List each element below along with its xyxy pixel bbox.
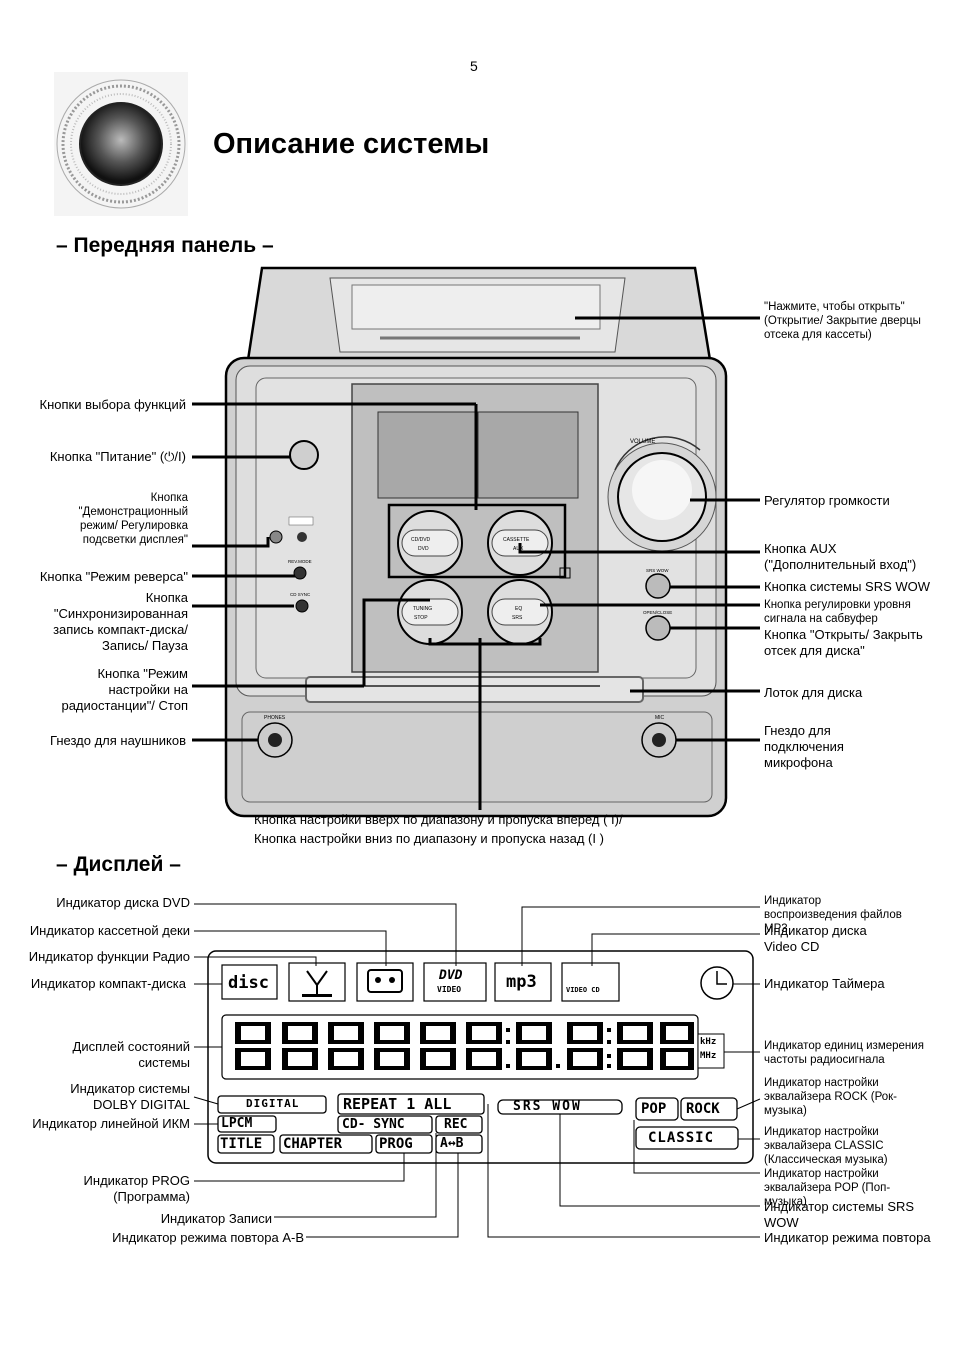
label-mic-jack: Гнездо для подключения микрофона (764, 723, 844, 770)
lcd-vcd: VIDEO CD (566, 986, 600, 994)
label-rock-indicator: Индикатор настройки эквалайзера ROCK (Ро… (764, 1077, 898, 1117)
lcd-repeat: REPEAT 1 ALL (343, 1095, 452, 1113)
label-disc-tray: Лоток для диска (764, 685, 863, 700)
svg-text:PHONES: PHONES (264, 715, 286, 721)
display-heading: – Дисплей – (56, 853, 181, 876)
lcd-srs: SRS WOW (513, 1099, 582, 1114)
label-ab-indicator: Индикатор режима повтора A-B (112, 1230, 304, 1245)
page-title: Описание системы (213, 128, 490, 160)
label-aux-button: Кнопка AUX ("Дополнительный вход") (764, 541, 917, 572)
label-skip-back: Кнопка настройки вниз по диапазону и про… (254, 831, 604, 846)
label-lpcm-indicator: Индикатор линейной ИКМ (32, 1116, 190, 1131)
label-tuner-stop-button: Кнопка "Режим настройки на радиостанции"… (61, 666, 188, 713)
lcd-title: TITLE (220, 1136, 263, 1152)
label-srs-indicator: Индикатор системы SRS WOW (764, 1199, 915, 1230)
lcd-classic: CLASSIC (648, 1130, 715, 1146)
svg-text:MIC: MIC (655, 715, 665, 721)
svg-text:REV.MODE: REV.MODE (288, 559, 312, 564)
label-srs-button: Кнопка системы SRS WOW (764, 579, 931, 594)
label-freq-unit-indicator: Индикатор единиц измерения частоты радио… (764, 1040, 924, 1066)
label-volume-knob: Регулятор громкости (764, 493, 890, 508)
label-classic-indicator: Индикатор настройки эквалайзера CLASSIC … (764, 1126, 888, 1166)
front-panel-heading: – Передняя панель – (56, 234, 274, 257)
svg-text:DVD: DVD (418, 546, 429, 552)
lcd-pop: POP (641, 1101, 667, 1117)
svg-text:STOP: STOP (414, 615, 428, 621)
label-repeat-indicator: Индикатор режима повтора (764, 1230, 931, 1245)
label-vcd-indicator: Индикатор диска Video CD (764, 923, 867, 954)
label-mp3-indicator: Индикатор воспроизведения файлов MP3 (764, 895, 902, 935)
lcd-dolby-digital: DIGITAL (246, 1097, 300, 1110)
lcd-dvd: DVD (439, 968, 463, 983)
svg-text:AUX: AUX (513, 546, 524, 552)
label-demo-button: Кнопка "Демонстрационный режим/ Регулиро… (78, 492, 188, 546)
label-pop-indicator: Индикатор настройки эквалайзера POP (Поп… (764, 1168, 891, 1208)
lcd-prog: PROG (379, 1136, 413, 1152)
label-rec-indicator: Индикатор Записи (160, 1211, 272, 1226)
page-number: 5 (470, 58, 478, 74)
svg-text:CD SYNC: CD SYNC (290, 592, 311, 597)
lcd-rock: ROCK (686, 1101, 720, 1117)
svg-text:SRS: SRS (512, 615, 523, 621)
lcd-khz: kHz (700, 1037, 717, 1047)
label-dvd-indicator: Индикатор диска DVD (56, 895, 190, 910)
lcd-mp3: mp3 (506, 972, 537, 992)
svg-text:VOLUME: VOLUME (630, 439, 655, 445)
svg-text:CASSETTE: CASSETTE (503, 537, 530, 543)
lcd-lpcm: LPCM (221, 1116, 253, 1131)
label-cd-indicator: Индикатор компакт-диска (30, 976, 186, 991)
label-prog-indicator: Индикатор PROG (Программа) (83, 1173, 190, 1204)
label-radio-indicator: Индикатор функции Радио (28, 949, 190, 964)
svg-text:OPEN/CLOSE: OPEN/CLOSE (643, 610, 672, 615)
label-cd-sync-button: Кнопка "Синхронизированная запись компак… (53, 590, 188, 653)
lcd-ab: A↔B (440, 1136, 464, 1151)
label-function-buttons: Кнопки выбора функций (39, 397, 186, 412)
label-headphones-jack: Гнездо для наушников (50, 733, 186, 748)
svg-text:CD/DVD: CD/DVD (411, 537, 431, 543)
label-cassette-door: "Нажмите, чтобы открыть" (Открытие/ Закр… (764, 301, 921, 341)
label-open-close-button: Кнопка "Открыть/ Закрыть отсек для диска… (764, 627, 923, 658)
label-skip-forward: Кнопка настройки вверх по диапазону и пр… (254, 812, 623, 827)
lcd-cd-sync: CD- SYNC (342, 1117, 405, 1132)
label-timer-indicator: Индикатор Таймера (764, 976, 885, 991)
svg-text:EQ: EQ (515, 606, 522, 612)
label-dolby-indicator: Индикатор системы DOLBY DIGITAL (70, 1081, 190, 1112)
lcd-disc: disc (228, 973, 269, 993)
label-power-button: Кнопка "Питание" (⏻/I) (49, 449, 186, 464)
lcd-rec: REC (444, 1117, 468, 1132)
lcd-mhz: MHz (700, 1051, 717, 1061)
label-subwoofer-button: Кнопка регулировки уровня сигнала на саб… (764, 599, 911, 625)
svg-text:SRS WOW: SRS WOW (646, 568, 669, 573)
label-status-display: Дисплей состояний системы (72, 1039, 190, 1070)
label-reverse-button: Кнопка "Режим реверса" (39, 569, 188, 584)
label-cassette-indicator: Индикатор кассетной деки (29, 923, 190, 938)
speaker-logo (54, 72, 188, 216)
svg-text:TUNING: TUNING (413, 606, 432, 612)
lcd-chapter: CHAPTER (283, 1136, 343, 1152)
lcd-video: VIDEO (437, 985, 462, 994)
